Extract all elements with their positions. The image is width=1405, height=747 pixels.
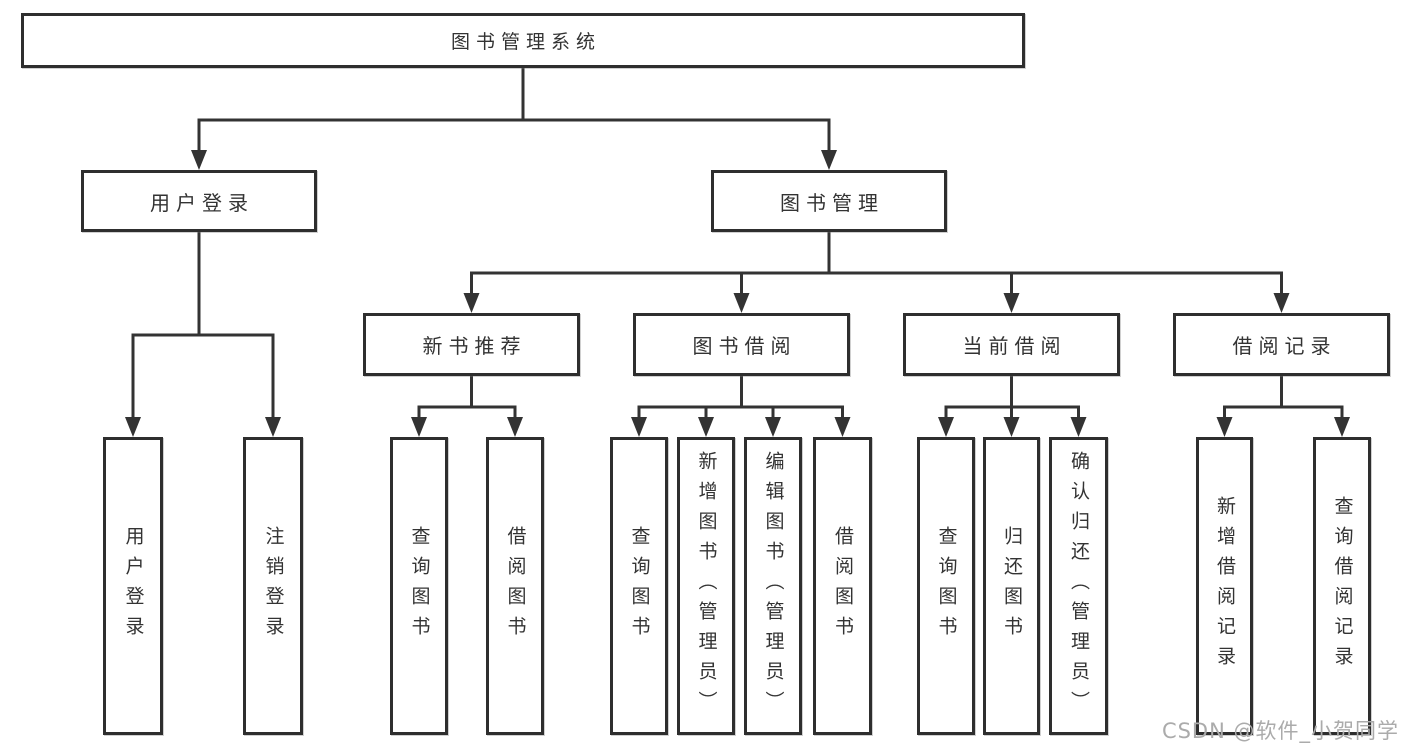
leaf-logout: 注销登录	[243, 437, 303, 735]
leaf-add-borrow-record: 新增借阅记录	[1196, 437, 1253, 735]
leaf-query-books-recommend: 查询图书	[390, 437, 448, 735]
node-new-book-recommendation: 新书推荐	[363, 313, 580, 376]
node-book-management: 图书管理	[711, 170, 947, 232]
leaf-query-books-borrowing: 查询图书	[610, 437, 668, 735]
leaf-edit-books-admin: 编辑图书（管理员）	[744, 437, 802, 735]
leaf-add-books-admin: 新增图书（管理员）	[677, 437, 735, 735]
leaf-borrow-books-recommend: 借阅图书	[486, 437, 544, 735]
node-borrowing-records: 借阅记录	[1173, 313, 1390, 376]
leaf-borrow-books: 借阅图书	[813, 437, 872, 735]
node-current-borrowing: 当前借阅	[903, 313, 1120, 376]
leaf-user-login: 用户登录	[103, 437, 163, 735]
leaf-confirm-return-admin: 确认归还（管理员）	[1049, 437, 1108, 735]
leaf-query-borrow-record: 查询借阅记录	[1313, 437, 1371, 735]
node-book-borrowing: 图书借阅	[633, 313, 850, 376]
leaf-query-books-current: 查询图书	[917, 437, 975, 735]
csdn-watermark: CSDN @软件_小贺同学	[1161, 719, 1399, 743]
node-library-management-system: 图书管理系统	[21, 13, 1025, 68]
arrowheads	[125, 150, 1350, 437]
node-user-login: 用户登录	[81, 170, 317, 232]
leaf-return-books: 归还图书	[983, 437, 1040, 735]
